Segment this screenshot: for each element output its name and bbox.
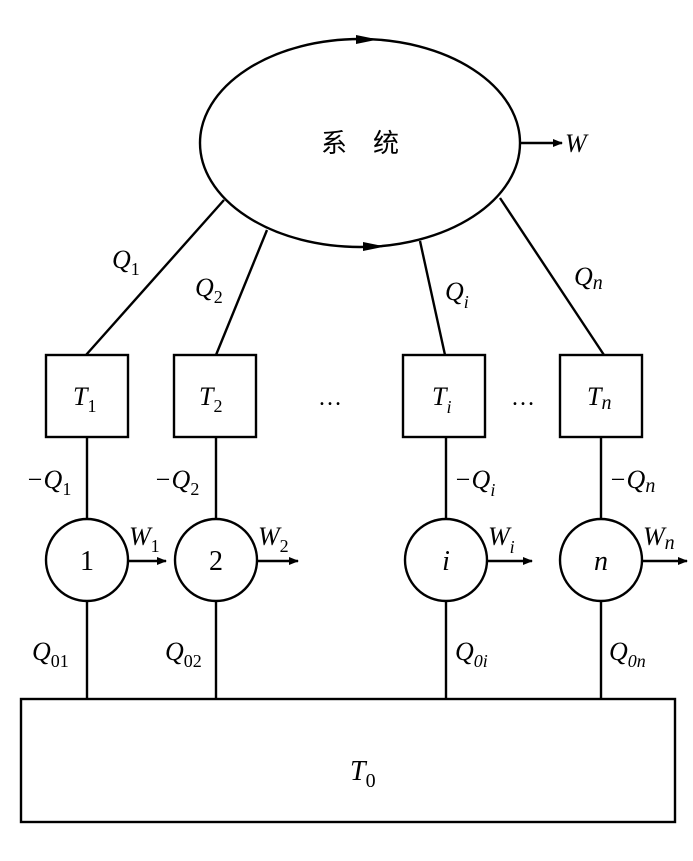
flow-line-2 (214, 229, 269, 356)
cycle-arrow-bottom (363, 242, 385, 251)
work-label-n: Wn (643, 522, 675, 554)
reject-label-n: −Qn (609, 465, 655, 497)
reservoir-box-i (401, 353, 487, 439)
reservoir-label-i: Ti (432, 382, 451, 417)
reservoir-label-1: T1 (73, 382, 96, 416)
flow-line-1 (85, 199, 225, 356)
ellipsis-2: … (511, 385, 535, 411)
ambient-label-1: Q01 (32, 637, 69, 671)
flow-line-n (498, 197, 606, 356)
flow-label-2: Q2 (195, 273, 223, 307)
ellipsis-1: … (318, 385, 342, 411)
work-label-1: W1 (129, 522, 160, 556)
ambient-label-2: Q02 (165, 637, 202, 671)
reject-label-i: −Qi (454, 465, 495, 500)
engine-label-2: 2 (209, 546, 223, 577)
flow-line-i (418, 240, 447, 356)
work-label-i: Wi (488, 522, 515, 557)
work-label-2: W2 (258, 522, 289, 556)
ambient-label-n: Q0n (609, 637, 646, 671)
reject-label-2: −Q2 (154, 465, 199, 499)
reservoir-label-n: Tn (587, 382, 611, 414)
flow-label-1: Q1 (112, 245, 140, 279)
flow-label-i: Qi (445, 277, 469, 312)
engine-label-1: 1 (80, 546, 94, 577)
reject-label-1: −Q1 (26, 465, 71, 499)
environment-label: T0 (350, 756, 376, 792)
reservoir-label-2: T2 (199, 382, 222, 416)
flow-label-n: Qn (574, 262, 603, 294)
environment-box (19, 697, 677, 824)
ambient-label-i: Q0i (455, 637, 488, 671)
cycle-arrow-top (356, 35, 378, 44)
system-work-label: W (565, 129, 589, 158)
system-label: 系 统 (321, 129, 399, 159)
engine-label-i: i (442, 546, 450, 577)
engine-label-n: n (594, 546, 608, 577)
